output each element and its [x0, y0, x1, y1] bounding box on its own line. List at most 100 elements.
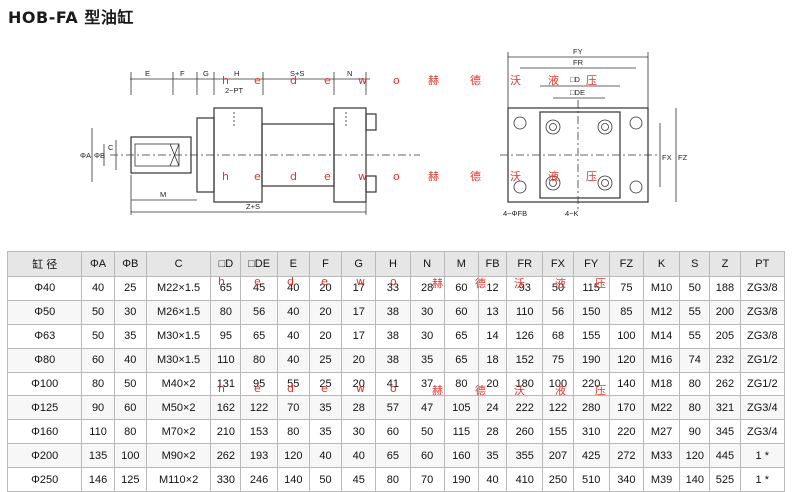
table-cell: 17 [341, 276, 377, 301]
table-cell: 56 [240, 299, 278, 325]
svg-text:d: d [290, 74, 297, 87]
table-cell: 95 [240, 371, 278, 397]
dim-pt-label: 2−PT [225, 86, 244, 95]
table-cell: 25 [308, 371, 343, 397]
table-cell: ZG3/4 [739, 395, 786, 421]
table-cell: 40 [276, 347, 310, 373]
table-cell: 246 [240, 467, 278, 492]
table-cell: 28 [341, 395, 377, 421]
dim-f-label: F [180, 69, 185, 78]
table-cell: 510 [572, 467, 610, 492]
table-cell: 135 [81, 443, 115, 469]
column-header: ΦB [113, 251, 147, 277]
column-header: FR [506, 251, 544, 277]
table-cell: 140 [276, 467, 310, 492]
column-header: N [409, 251, 445, 277]
dim-fx-label: FX [662, 153, 672, 162]
column-header: G [341, 251, 377, 277]
table-cell: M90×2 [145, 443, 212, 469]
table-cell: 210 [210, 419, 242, 445]
dim-c-label: C [108, 143, 114, 152]
table-cell: 41 [375, 371, 411, 397]
table-cell: 280 [572, 395, 610, 421]
table-cell: 200 [709, 299, 741, 325]
table-cell: 80 [276, 419, 310, 445]
table-cell: M39 [642, 467, 681, 492]
table-cell: 17 [341, 299, 377, 325]
table-cell: 20 [341, 371, 377, 397]
table-cell: 35 [308, 419, 343, 445]
table-cell: 55 [679, 299, 711, 325]
table-cell: 80 [679, 395, 711, 421]
table-cell: 38 [375, 299, 411, 325]
column-header: PT [739, 251, 786, 277]
table-cell: 105 [443, 395, 479, 421]
table-cell: 14 [477, 323, 508, 349]
table-cell: 125 [113, 467, 147, 492]
table-cell: 40 [308, 443, 343, 469]
dim-d-label: □D [570, 75, 581, 84]
table-cell: 321 [709, 395, 741, 421]
table-cell: 20 [308, 323, 343, 349]
dim-phi-a-label: ΦA [80, 151, 91, 160]
table-cell: 152 [506, 347, 544, 373]
table-cell: 33 [375, 276, 411, 301]
table-cell: 310 [572, 419, 610, 445]
table-cell: 330 [210, 467, 242, 492]
column-header: C [145, 251, 212, 277]
table-cell: 525 [709, 467, 741, 492]
table-cell: 93 [506, 276, 544, 301]
table-cell: 120 [679, 443, 711, 469]
dim-g-label: G [203, 69, 209, 78]
table-cell: 355 [506, 443, 544, 469]
column-header: FY [572, 251, 610, 277]
table-cell: 35 [308, 395, 343, 421]
table-cell: 190 [443, 467, 479, 492]
table-cell: 207 [542, 443, 574, 469]
table-cell: 131 [210, 371, 242, 397]
table-cell: 80 [443, 371, 479, 397]
column-header: 缸 径 [6, 251, 83, 277]
column-header: □D [210, 251, 242, 277]
svg-text:沃: 沃 [510, 170, 521, 183]
table-cell: 1 * [739, 467, 786, 492]
table-cell: 25 [113, 276, 147, 301]
table-cell: 20 [308, 276, 343, 301]
table-cell: 110 [81, 419, 115, 445]
table-cell: M16 [642, 347, 681, 373]
svg-text:o: o [393, 74, 400, 87]
table-cell: ZG1/2 [739, 371, 786, 397]
column-header: S [679, 251, 711, 277]
table-cell: 40 [276, 323, 310, 349]
table-cell: 115 [572, 276, 610, 301]
dim-m-label: M [160, 190, 166, 199]
svg-text:o: o [393, 170, 400, 183]
table-cell: Φ50 [6, 299, 83, 325]
table-cell: 146 [81, 467, 115, 492]
table-cell: 20 [308, 299, 343, 325]
table-cell: 162 [210, 395, 242, 421]
table-cell: 232 [709, 347, 741, 373]
column-header: E [276, 251, 310, 277]
table-cell: 260 [506, 419, 544, 445]
svg-text:e: e [254, 170, 261, 183]
table-cell: M12 [642, 299, 681, 325]
table-cell: 95 [210, 323, 242, 349]
column-header: Z [709, 251, 741, 277]
table-cell: 65 [375, 443, 411, 469]
table-cell: 38 [375, 347, 411, 373]
table-cell: 12 [477, 276, 508, 301]
table-cell: 50 [542, 276, 574, 301]
table-cell: 140 [608, 371, 644, 397]
table-cell: Φ80 [6, 347, 83, 373]
table-cell: 28 [409, 276, 445, 301]
table-cell: 122 [240, 395, 278, 421]
table-cell: 90 [679, 419, 711, 445]
table-cell: 60 [443, 276, 479, 301]
table-cell: 45 [341, 467, 377, 492]
